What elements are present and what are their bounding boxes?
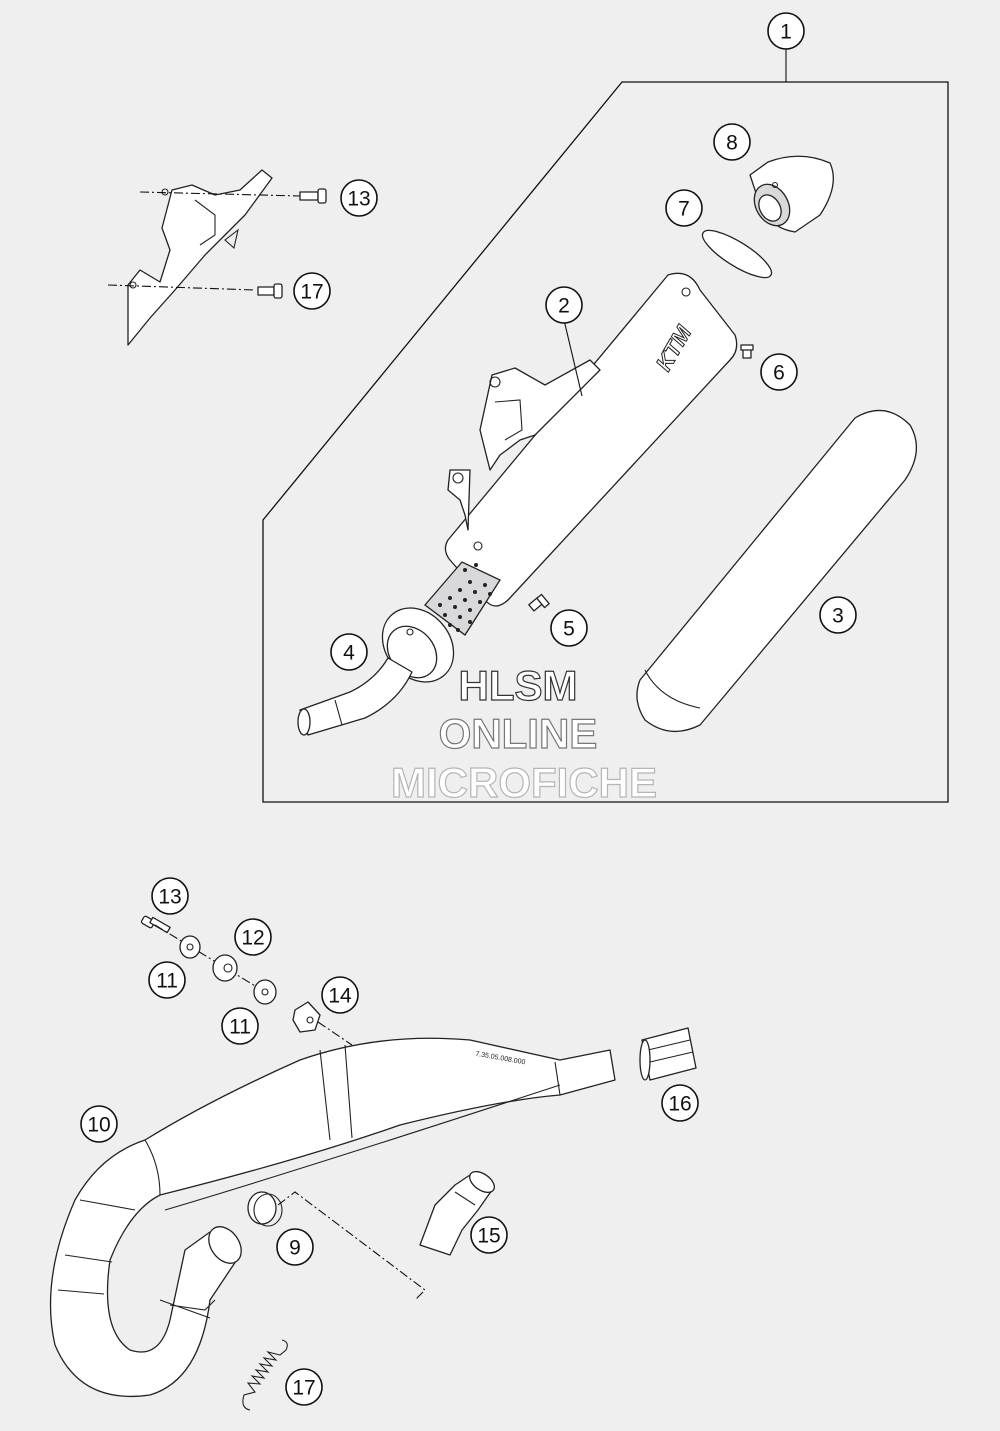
- bolt-13-top: [299, 188, 327, 204]
- callout-7: 7: [665, 189, 703, 227]
- callout-13a: 13: [340, 179, 378, 217]
- callout-9: 9: [276, 1228, 314, 1266]
- spring-17: [242, 1339, 288, 1411]
- washer-11b: [253, 979, 277, 1005]
- callout-4: 4: [330, 633, 368, 671]
- perforated-core: [424, 561, 501, 636]
- svg-text:11: 11: [156, 970, 178, 993]
- header-pipe-10: 7.35.05.008.000: [49, 1037, 616, 1398]
- svg-text:16: 16: [668, 1093, 691, 1116]
- svg-text:7: 7: [678, 198, 690, 221]
- callout-17a: 17: [293, 272, 331, 310]
- screw-6: [740, 344, 754, 359]
- svg-text:11: 11: [229, 1016, 251, 1039]
- clip-nut-14: [292, 1001, 321, 1033]
- watermark-line-3: MICROFICHE: [391, 759, 657, 806]
- svg-text:10: 10: [87, 1114, 110, 1137]
- svg-text:3: 3: [832, 605, 844, 628]
- watermark-line-2: ONLINE: [439, 710, 598, 757]
- watermark-line-1: HLSM: [459, 662, 578, 709]
- callout-11b: 11: [221, 1007, 259, 1045]
- adapter-pipe-15: [419, 1170, 496, 1256]
- callout-17b: 17: [285, 1368, 323, 1406]
- callout-8: 8: [713, 123, 751, 161]
- callout-14: 14: [321, 976, 359, 1014]
- svg-text:5: 5: [563, 618, 575, 641]
- svg-text:12: 12: [241, 927, 264, 950]
- screw-5: [528, 593, 550, 612]
- svg-text:13: 13: [158, 886, 181, 909]
- spacer-12: [212, 954, 238, 982]
- callout-12: 12: [234, 918, 272, 956]
- svg-text:6: 6: [773, 362, 785, 385]
- end-cap-8: [749, 155, 834, 233]
- callout-10: 10: [80, 1105, 118, 1143]
- svg-text:4: 4: [343, 642, 355, 665]
- muffler-sleeve-3: [636, 409, 917, 732]
- svg-text:17: 17: [300, 281, 323, 304]
- callout-13b: 13: [151, 877, 189, 915]
- watermark: HLSM ONLINE MICROFICHE: [390, 661, 657, 806]
- bolt-13-header: [140, 915, 171, 934]
- callout-15: 15: [470, 1216, 508, 1254]
- muffler-assembly-frame: [262, 81, 949, 803]
- callout-5: 5: [550, 609, 588, 647]
- seal-ring-9: [247, 1191, 283, 1227]
- svg-text:1: 1: [780, 21, 792, 44]
- callout-1: 1: [767, 12, 805, 50]
- svg-text:14: 14: [328, 985, 352, 1008]
- svg-text:9: 9: [289, 1237, 301, 1260]
- svg-text:13: 13: [347, 188, 370, 211]
- svg-text:17: 17: [292, 1377, 315, 1400]
- svg-text:8: 8: [726, 132, 738, 155]
- mounting-bracket: [127, 169, 273, 346]
- muffler-body: KTM: [444, 272, 738, 607]
- washer-11a: [179, 935, 201, 959]
- inlet-pipe-flange: [297, 607, 455, 736]
- callout-6: 6: [760, 353, 798, 391]
- callout-11a: 11: [148, 961, 186, 999]
- bolt-17-top: [257, 283, 283, 299]
- rubber-sleeve-16: [639, 1027, 697, 1081]
- svg-text:2: 2: [558, 295, 570, 318]
- seal-ring-7: [701, 229, 773, 279]
- callout-3: 3: [819, 596, 857, 634]
- callout-16: 16: [661, 1084, 699, 1122]
- callout-2: 2: [545, 286, 583, 324]
- svg-text:15: 15: [477, 1225, 500, 1248]
